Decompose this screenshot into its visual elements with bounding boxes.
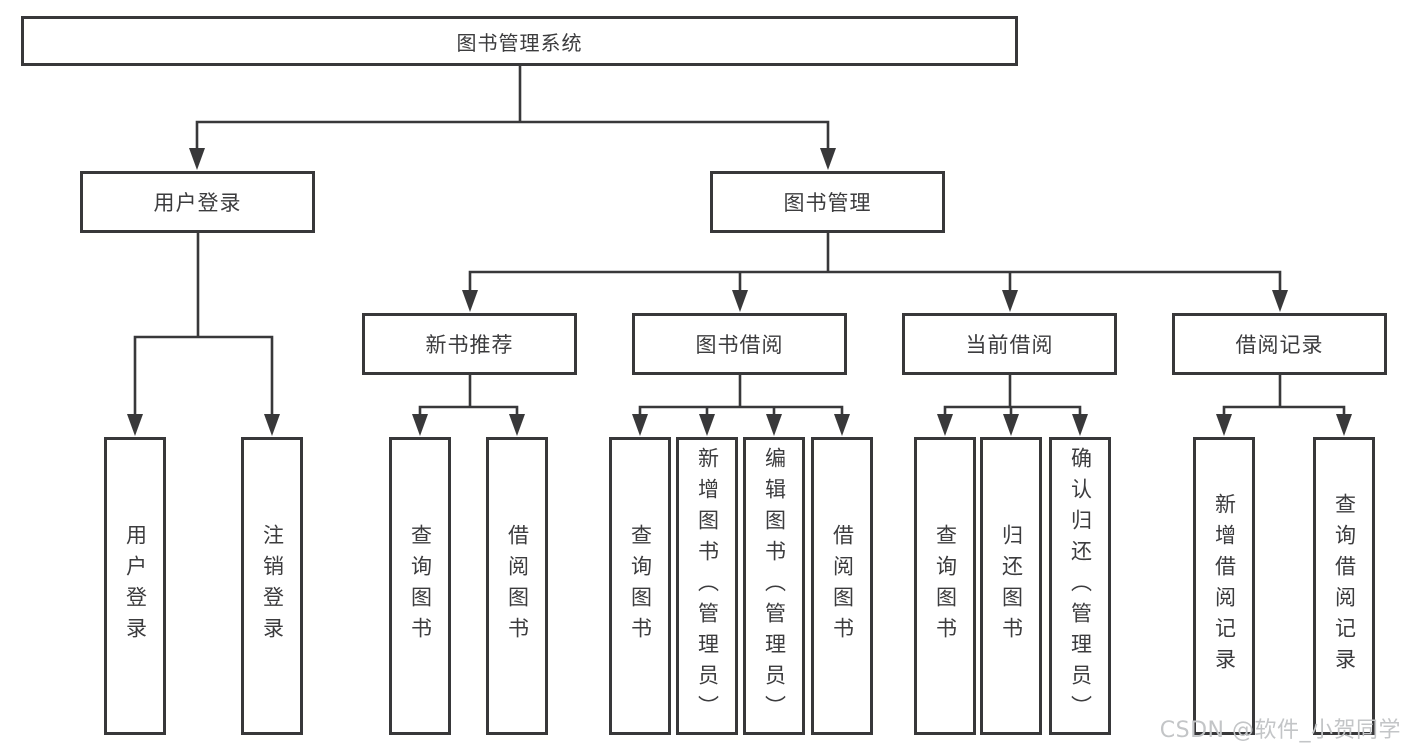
leaf-bb-borrow-books-label: 借阅图书 <box>830 524 855 648</box>
leaf-cb-confirm-return-admin-label: 确认归还（管理员） <box>1068 446 1093 726</box>
csdn-watermark: CSDN @软件_小贺同学 <box>1159 718 1401 743</box>
node-user-login: 用户登录 <box>80 171 315 233</box>
leaf-bb-query-books-label: 查询图书 <box>628 524 653 648</box>
leaf-bb-edit-books-admin: 编辑图书（管理员） <box>743 437 805 735</box>
leaf-logout-label: 注销登录 <box>260 524 285 648</box>
leaf-cb-query-books: 查询图书 <box>914 437 976 735</box>
leaf-br-add-record: 新增借阅记录 <box>1193 437 1255 735</box>
leaf-cb-confirm-return-admin: 确认归还（管理员） <box>1049 437 1111 735</box>
node-borrow-records: 借阅记录 <box>1172 313 1387 375</box>
connector-user-login-to-leaves <box>127 233 280 436</box>
leaf-br-query-record-label: 查询借阅记录 <box>1332 493 1357 679</box>
node-book-borrow: 图书借阅 <box>632 313 847 375</box>
connector-borrow-records-to-leaves <box>1216 375 1352 436</box>
node-new-book-recommend: 新书推荐 <box>362 313 577 375</box>
node-book-management: 图书管理 <box>710 171 945 233</box>
leaf-bb-add-books-admin-label: 新增图书（管理员） <box>695 446 720 726</box>
leaf-bb-borrow-books: 借阅图书 <box>811 437 873 735</box>
node-library-management-system: 图书管理系统 <box>21 16 1018 66</box>
leaf-nb-query-books-label: 查询图书 <box>408 524 433 648</box>
leaf-cb-return-books: 归还图书 <box>980 437 1042 735</box>
connector-current-borrow-to-leaves <box>937 375 1088 436</box>
leaf-logout: 注销登录 <box>241 437 303 735</box>
connector-root-to-level2 <box>189 65 836 170</box>
leaf-bb-add-books-admin: 新增图书（管理员） <box>676 437 738 735</box>
connector-new-books-to-leaves <box>412 375 525 436</box>
leaf-cb-query-books-label: 查询图书 <box>933 524 958 648</box>
connector-book-borrow-to-leaves <box>632 375 850 436</box>
leaf-br-query-record: 查询借阅记录 <box>1313 437 1375 735</box>
leaf-bb-query-books: 查询图书 <box>609 437 671 735</box>
leaf-nb-query-books: 查询图书 <box>389 437 451 735</box>
connector-book-mgmt-to-level3 <box>462 233 1288 312</box>
leaf-user-login-label: 用户登录 <box>123 524 148 648</box>
leaf-cb-return-books-label: 归还图书 <box>999 524 1024 648</box>
leaf-nb-borrow-books-label: 借阅图书 <box>505 524 530 648</box>
leaf-br-add-record-label: 新增借阅记录 <box>1212 493 1237 679</box>
leaf-nb-borrow-books: 借阅图书 <box>486 437 548 735</box>
leaf-bb-edit-books-admin-label: 编辑图书（管理员） <box>762 446 787 726</box>
node-current-borrow: 当前借阅 <box>902 313 1117 375</box>
leaf-user-login: 用户登录 <box>104 437 166 735</box>
